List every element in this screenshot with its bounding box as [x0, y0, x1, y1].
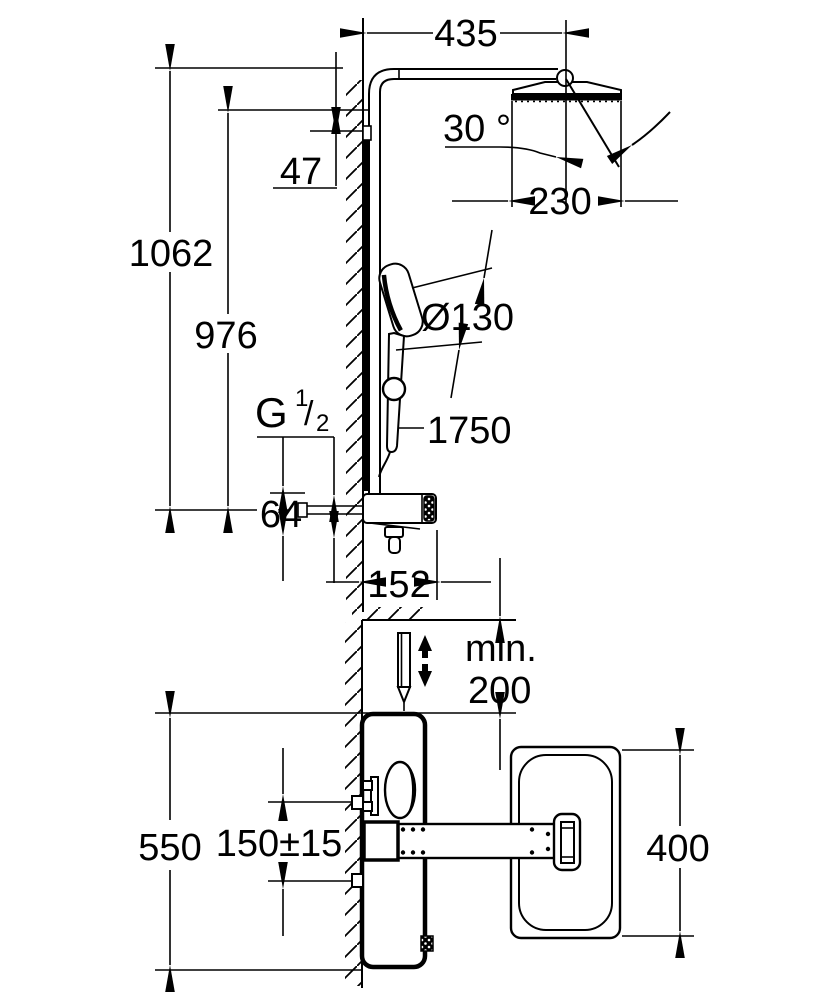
dim-label-152: 152 — [367, 564, 430, 606]
upper-figure: 435 30 ° 230 47 1062 — [129, 13, 678, 612]
dim-976: 976 — [194, 86, 258, 533]
arm-wall-mount — [362, 820, 400, 862]
dim-47: 47 — [273, 52, 341, 193]
thread-label-numerator: 1 — [295, 385, 308, 412]
lower-figure: min. 200 — [138, 558, 710, 992]
head-shower — [511, 20, 671, 206]
adjust-arrow-icon — [418, 635, 432, 687]
ceiling-hatching — [352, 607, 428, 619]
dim-min200: min. 200 — [465, 558, 537, 770]
hand-shower-holder — [381, 376, 407, 402]
wall-upper — [346, 18, 364, 612]
dim-label-230: 230 — [528, 181, 591, 223]
supply-connection-lower — [351, 873, 364, 888]
thread-label-g: G — [255, 389, 288, 436]
outlet-grip — [420, 935, 434, 952]
dim-152: 152 — [326, 530, 491, 606]
knob-bracket — [370, 776, 379, 816]
dim-label-64: 64 — [260, 494, 302, 536]
mixer-valve — [362, 493, 437, 554]
spout-end-inner — [560, 821, 575, 864]
dim-400: 400 — [622, 728, 710, 958]
dim-1062: 1062 — [129, 44, 214, 533]
hand-shower — [378, 262, 424, 478]
ball-joint — [556, 69, 574, 87]
dim-435: 435 — [340, 13, 589, 55]
arm-screws — [400, 827, 559, 855]
pipe-fitting — [297, 502, 308, 518]
dim-label-550: 550 — [138, 827, 201, 869]
dim-1750: 1750 — [398, 410, 512, 452]
shower-rail — [362, 68, 558, 493]
valve-body — [362, 493, 437, 524]
dim-label-976: 976 — [194, 315, 257, 357]
dim-label-435: 435 — [434, 13, 497, 55]
dim-label-1062: 1062 — [129, 233, 214, 275]
thread-label-denominator: 2 — [316, 410, 329, 437]
spout-arm — [361, 812, 582, 872]
dim-label-d130: Ø130 — [421, 297, 514, 339]
valve-grip — [423, 495, 435, 522]
dim-g12: G 1 / 2 — [255, 385, 339, 522]
dim-550: 550 — [138, 691, 362, 992]
tilt-curved-arrow-icon — [606, 111, 671, 164]
thread-label-slash: / — [304, 395, 314, 433]
dim-30deg: 30 ° — [443, 108, 584, 169]
dim-label-200: 200 — [468, 670, 531, 712]
dim-label-30deg: 30 ° — [443, 108, 511, 150]
hand-shower-head — [378, 262, 424, 338]
dim-label-150pm15: 150±15 — [216, 823, 343, 865]
marking-pen-icon — [396, 632, 412, 711]
rail-wall-bracket — [362, 125, 372, 141]
hand-shower-face — [381, 274, 403, 332]
dim-d130: Ø130 — [395, 229, 514, 399]
hose-along-rail — [364, 129, 369, 491]
dim-label-min: min. — [465, 628, 537, 670]
dim-150pm15: 150±15 — [216, 748, 353, 936]
control-knob — [383, 760, 417, 820]
dim-label-400: 400 — [646, 828, 709, 870]
hose-outlet-tube — [388, 536, 401, 554]
hose-curve — [378, 451, 391, 478]
dim-230: 230 — [452, 101, 678, 223]
dim-64: 64 — [260, 492, 339, 583]
supply-connection-upper — [351, 795, 364, 810]
hose-outlet-nut — [384, 526, 404, 538]
wall-hatching — [346, 80, 362, 608]
dim-label-47: 47 — [280, 151, 322, 193]
dim-label-1750: 1750 — [427, 410, 512, 452]
